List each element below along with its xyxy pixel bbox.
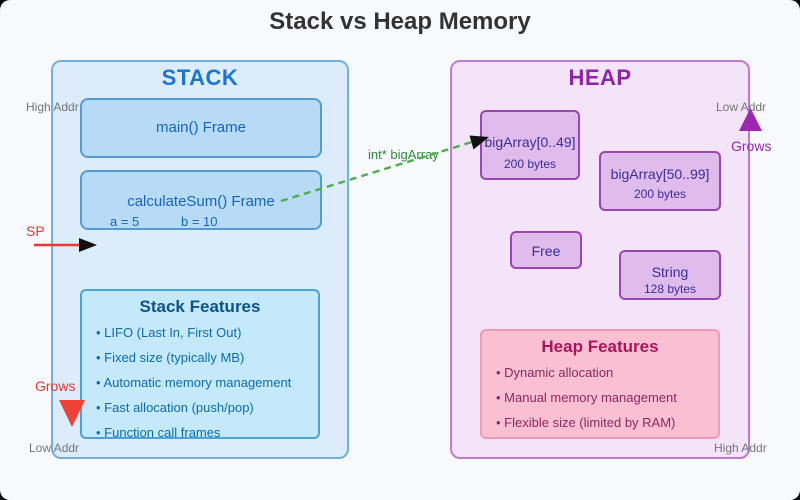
list-item: Manual memory management bbox=[496, 385, 718, 410]
list-item: Function call frames bbox=[96, 420, 318, 445]
block-size: 200 bytes bbox=[633, 187, 687, 201]
stack-high-addr-label: High Addr bbox=[26, 100, 79, 114]
stack-features-title: Stack Features bbox=[139, 297, 261, 316]
heap-low-addr-label: Low Addr bbox=[716, 100, 767, 114]
frame-name: main() Frame bbox=[155, 119, 246, 136]
heap-panel-title: HEAP bbox=[568, 65, 632, 90]
heap-block-string: String 128 bytes bbox=[619, 250, 721, 300]
list-item: Flexible size (limited by RAM) bbox=[496, 410, 718, 435]
stack-frame-main: main() Frame bbox=[80, 98, 322, 158]
heap-block-bigarray-50-99: bigArray[50..99] 200 bytes bbox=[599, 151, 721, 211]
list-item: Fixed size (typically MB) bbox=[96, 345, 318, 370]
block-size: 200 bytes bbox=[503, 157, 557, 171]
frame-name: calculateSum() Frame bbox=[127, 193, 275, 210]
block-name: String bbox=[651, 264, 689, 280]
stack-panel-title: STACK bbox=[161, 65, 239, 90]
stack-frame-calculatesum: calculateSum() Frame a = 5 b = 10 bbox=[80, 170, 322, 230]
heap-block-bigarray-0-49: bigArray[0..49] 200 bytes bbox=[480, 110, 580, 180]
heap-features-title: Heap Features bbox=[541, 337, 659, 356]
heap-features-list: Dynamic allocation Manual memory managem… bbox=[482, 360, 718, 435]
frame-variable-b: b = 10 bbox=[181, 214, 218, 229]
frame-variable-a: a = 5 bbox=[110, 214, 140, 229]
list-item: LIFO (Last In, First Out) bbox=[96, 320, 318, 345]
page-title: Stack vs Heap Memory bbox=[269, 8, 531, 35]
block-name: Free bbox=[531, 243, 561, 259]
stack-pointer-label: SP bbox=[26, 223, 45, 239]
block-size: 128 bytes bbox=[643, 282, 697, 296]
heap-grows-label: Grows bbox=[731, 138, 772, 154]
heap-high-addr-label: High Addr bbox=[714, 441, 767, 455]
list-item: Dynamic allocation bbox=[496, 360, 718, 385]
block-name: bigArray[0..49] bbox=[484, 134, 576, 150]
heap-block-free: Free bbox=[510, 231, 582, 269]
pointer-arrow-label: int* bigArray bbox=[368, 147, 439, 162]
stack-features-box: Stack Features LIFO (Last In, First Out)… bbox=[80, 289, 320, 440]
list-item: Automatic memory management bbox=[96, 370, 318, 395]
list-item: Fast allocation (push/pop) bbox=[96, 395, 318, 420]
stack-grows-label: Grows bbox=[35, 378, 76, 394]
stack-features-list: LIFO (Last In, First Out) Fixed size (ty… bbox=[82, 320, 318, 445]
heap-features-box: Heap Features Dynamic allocation Manual … bbox=[480, 329, 720, 439]
stack-low-addr-label: Low Addr bbox=[29, 441, 80, 455]
block-name: bigArray[50..99] bbox=[610, 166, 710, 182]
